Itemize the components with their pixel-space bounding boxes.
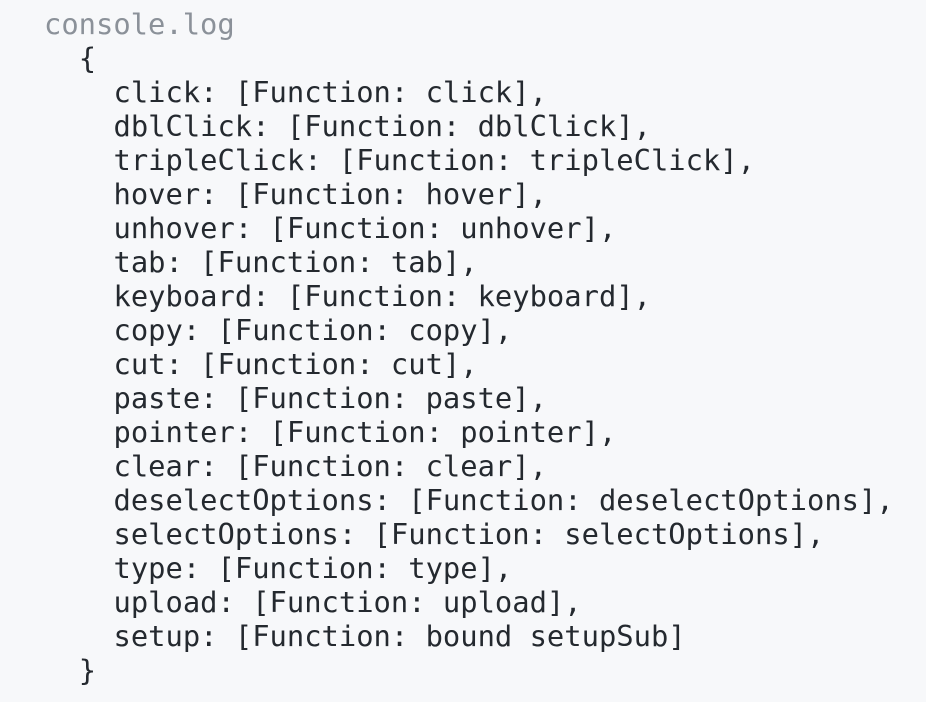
object-close-brace: } [78,653,97,687]
console-log-label: console.log [44,7,235,41]
object-entry-line: selectOptions: [Function: selectOptions]… [113,517,825,551]
console-log-block: console.log { click: [Function: click],d… [44,7,926,687]
object-entry-line: deselectOptions: [Function: deselectOpti… [113,483,894,517]
object-entry-line: upload: [Function: upload], [113,585,582,619]
object-entry-line: unhover: [Function: unhover], [113,211,617,245]
object-entry-line: click: [Function: click], [113,75,547,109]
object-entry-line: setup: [Function: bound setupSub] [113,619,686,653]
object-entry-line: cut: [Function: cut], [113,347,478,381]
object-entry-line: tab: [Function: tab], [113,245,478,279]
object-entry-line: hover: [Function: hover], [113,177,547,211]
object-open-brace: { [78,41,97,75]
object-entry-line: pointer: [Function: pointer], [113,415,617,449]
object-entry-line: clear: [Function: clear], [113,449,547,483]
object-entry-line: paste: [Function: paste], [113,381,547,415]
object-entry-line: copy: [Function: copy], [113,313,513,347]
object-entry-line: type: [Function: type], [113,551,513,585]
object-entry-line: dblClick: [Function: dblClick], [113,109,651,143]
object-entry-line: tripleClick: [Function: tripleClick], [113,143,755,177]
object-entry-list: click: [Function: click],dblClick: [Func… [44,75,926,653]
object-entry-line: keyboard: [Function: keyboard], [113,279,651,313]
